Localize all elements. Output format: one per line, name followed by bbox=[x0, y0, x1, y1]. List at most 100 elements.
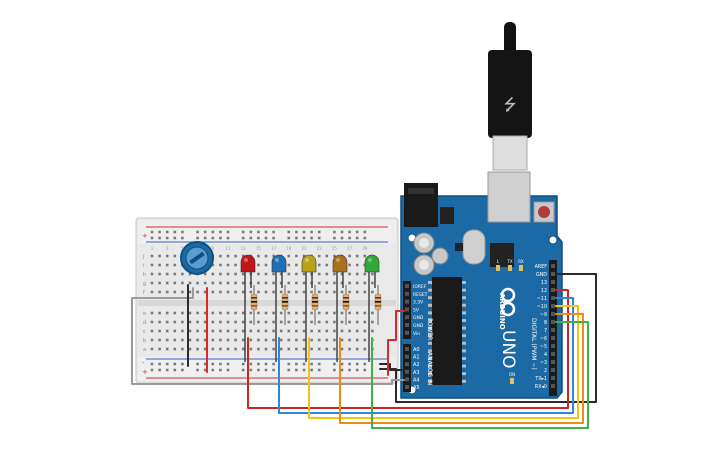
breadboard-hole[interactable] bbox=[317, 362, 321, 366]
breadboard-hole[interactable] bbox=[363, 290, 367, 294]
breadboard-hole[interactable] bbox=[173, 281, 177, 285]
breadboard-hole[interactable] bbox=[325, 290, 329, 294]
breadboard-hole[interactable] bbox=[165, 281, 169, 285]
breadboard-hole[interactable] bbox=[181, 230, 184, 234]
breadboard-hole[interactable] bbox=[340, 368, 344, 372]
breadboard-hole[interactable] bbox=[348, 254, 351, 258]
breadboard-hole[interactable] bbox=[325, 338, 329, 342]
breadboard-hole[interactable] bbox=[355, 263, 359, 267]
header-hole[interactable] bbox=[405, 385, 409, 389]
breadboard-hole[interactable] bbox=[355, 338, 359, 342]
breadboard-hole[interactable] bbox=[317, 290, 321, 294]
breadboard-hole[interactable] bbox=[264, 338, 268, 342]
breadboard-hole[interactable] bbox=[287, 263, 291, 267]
breadboard-hole[interactable] bbox=[325, 254, 329, 258]
breadboard-hole[interactable] bbox=[158, 254, 161, 258]
breadboard-hole[interactable] bbox=[363, 368, 367, 372]
breadboard-hole[interactable] bbox=[287, 368, 291, 372]
breadboard-hole[interactable] bbox=[272, 362, 275, 366]
breadboard-hole[interactable] bbox=[226, 230, 230, 234]
breadboard-hole[interactable] bbox=[249, 368, 253, 372]
breadboard-hole[interactable] bbox=[257, 368, 260, 372]
header-hole[interactable] bbox=[551, 320, 555, 324]
breadboard-hole[interactable] bbox=[249, 230, 253, 234]
breadboard-hole[interactable] bbox=[226, 338, 230, 342]
breadboard-hole[interactable] bbox=[181, 362, 184, 366]
breadboard-hole[interactable] bbox=[165, 320, 169, 324]
led-signal-wire[interactable] bbox=[247, 289, 569, 409]
breadboard-hole[interactable] bbox=[295, 230, 298, 234]
breadboard-hole[interactable] bbox=[264, 347, 268, 351]
resistor[interactable] bbox=[311, 285, 319, 325]
breadboard-hole[interactable] bbox=[272, 281, 275, 285]
breadboard-hole[interactable] bbox=[333, 236, 336, 240]
breadboard-hole[interactable] bbox=[257, 230, 260, 234]
breadboard-hole[interactable] bbox=[226, 329, 230, 333]
breadboard-hole[interactable] bbox=[188, 311, 192, 315]
breadboard-hole[interactable] bbox=[203, 362, 207, 366]
breadboard-hole[interactable] bbox=[264, 368, 268, 372]
breadboard-hole[interactable] bbox=[150, 236, 154, 240]
breadboard-hole[interactable] bbox=[181, 272, 184, 276]
breadboard-hole[interactable] bbox=[211, 290, 215, 294]
breadboard-hole[interactable] bbox=[150, 290, 154, 294]
breadboard-hole[interactable] bbox=[196, 368, 199, 372]
breadboard-hole[interactable] bbox=[371, 290, 374, 294]
breadboard-hole[interactable] bbox=[234, 263, 237, 267]
breadboard-hole[interactable] bbox=[363, 347, 367, 351]
breadboard-hole[interactable] bbox=[302, 320, 306, 324]
breadboard-hole[interactable] bbox=[196, 281, 199, 285]
breadboard-hole[interactable] bbox=[211, 236, 215, 240]
breadboard-hole[interactable] bbox=[241, 368, 245, 372]
breadboard-hole[interactable] bbox=[348, 290, 351, 294]
breadboard-hole[interactable] bbox=[340, 329, 344, 333]
breadboard-hole[interactable] bbox=[340, 290, 344, 294]
header-hole[interactable] bbox=[551, 304, 555, 308]
breadboard-hole[interactable] bbox=[333, 362, 336, 366]
breadboard-hole[interactable] bbox=[317, 368, 321, 372]
breadboard-hole[interactable] bbox=[295, 362, 298, 366]
breadboard-hole[interactable] bbox=[340, 272, 344, 276]
breadboard-hole[interactable] bbox=[279, 272, 283, 276]
breadboard-hole[interactable] bbox=[371, 272, 374, 276]
breadboard-hole[interactable] bbox=[310, 320, 313, 324]
breadboard-hole[interactable] bbox=[317, 236, 321, 240]
breadboard-hole[interactable] bbox=[295, 272, 298, 276]
breadboard-hole[interactable] bbox=[279, 338, 283, 342]
breadboard-hole[interactable] bbox=[264, 320, 268, 324]
breadboard-hole[interactable] bbox=[325, 272, 329, 276]
breadboard-hole[interactable] bbox=[355, 230, 359, 234]
breadboard-hole[interactable] bbox=[249, 290, 253, 294]
breadboard-hole[interactable] bbox=[279, 281, 283, 285]
breadboard-hole[interactable] bbox=[249, 329, 253, 333]
breadboard-hole[interactable] bbox=[302, 272, 306, 276]
breadboard-hole[interactable] bbox=[188, 338, 192, 342]
breadboard-hole[interactable] bbox=[287, 281, 291, 285]
breadboard-hole[interactable] bbox=[249, 236, 253, 240]
breadboard-hole[interactable] bbox=[158, 311, 161, 315]
breadboard-hole[interactable] bbox=[257, 272, 260, 276]
breadboard-hole[interactable] bbox=[279, 329, 283, 333]
breadboard-hole[interactable] bbox=[173, 263, 177, 267]
header-hole[interactable] bbox=[551, 312, 555, 316]
breadboard-hole[interactable] bbox=[226, 236, 230, 240]
header-hole[interactable] bbox=[405, 362, 409, 367]
breadboard-hole[interactable] bbox=[203, 347, 207, 351]
breadboard-hole[interactable] bbox=[150, 272, 154, 276]
breadboard-hole[interactable] bbox=[203, 272, 207, 276]
breadboard-hole[interactable] bbox=[165, 230, 169, 234]
breadboard-hole[interactable] bbox=[302, 230, 306, 234]
breadboard-hole[interactable] bbox=[150, 329, 154, 333]
breadboard-hole[interactable] bbox=[272, 347, 275, 351]
breadboard-hole[interactable] bbox=[310, 230, 313, 234]
breadboard-hole[interactable] bbox=[295, 338, 298, 342]
breadboard-hole[interactable] bbox=[333, 311, 336, 315]
breadboard-hole[interactable] bbox=[302, 368, 306, 372]
breadboard-hole[interactable] bbox=[317, 338, 321, 342]
breadboard-hole[interactable] bbox=[219, 254, 222, 258]
breadboard-hole[interactable] bbox=[219, 281, 222, 285]
breadboard-hole[interactable] bbox=[302, 311, 306, 315]
breadboard-hole[interactable] bbox=[173, 272, 177, 276]
led[interactable] bbox=[301, 254, 317, 362]
header-hole[interactable] bbox=[551, 296, 555, 300]
